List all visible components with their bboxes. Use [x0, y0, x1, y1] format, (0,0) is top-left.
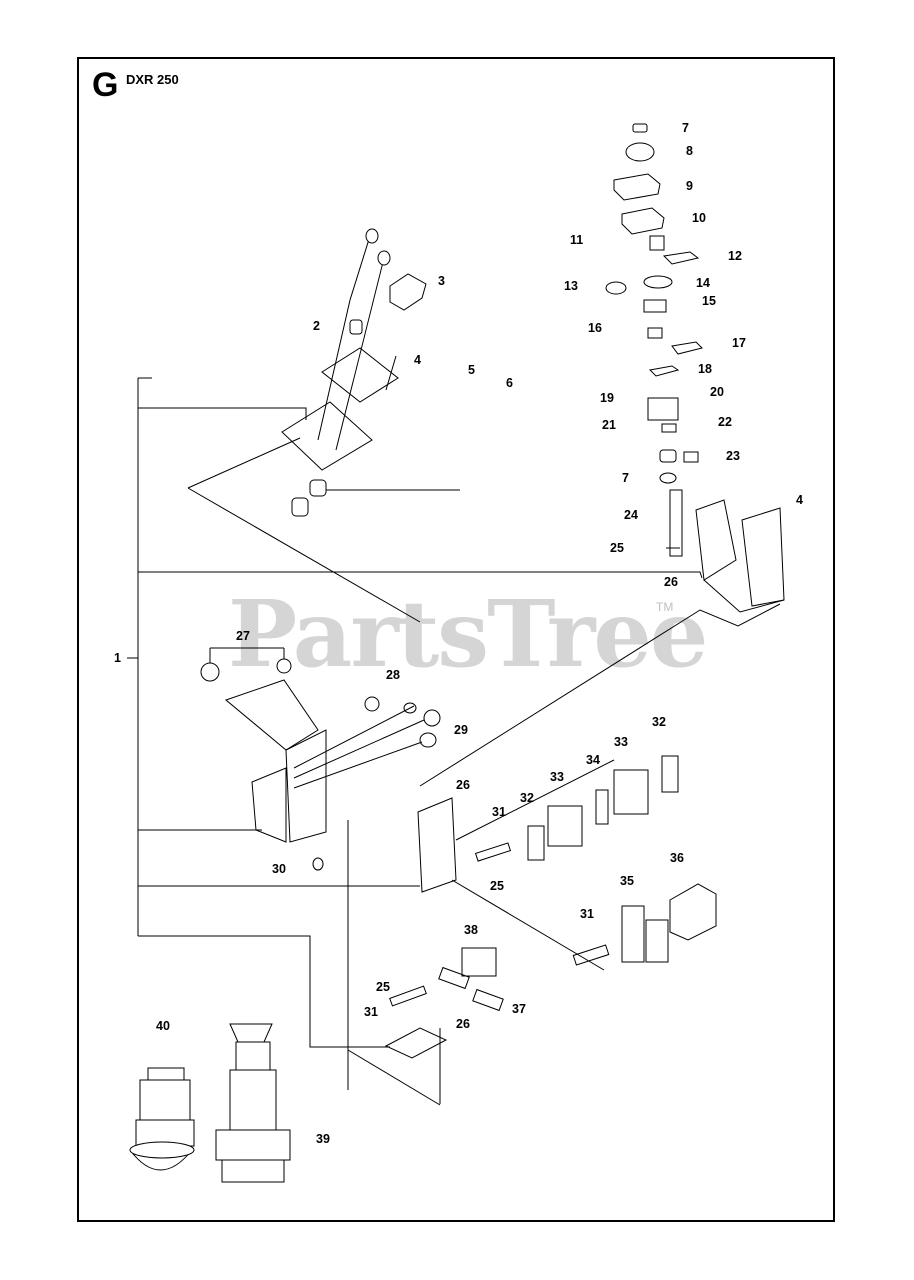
callout-13: 13 [564, 279, 578, 293]
callout-26c: 26 [456, 1017, 470, 1031]
watermark-trademark: TM [656, 600, 674, 614]
assembly-bracket [127, 377, 703, 1048]
callout-4: 4 [414, 353, 421, 367]
contactor-panel [417, 755, 717, 971]
switch-stack [419, 123, 785, 787]
callout-26: 26 [664, 575, 678, 589]
callout-31b: 31 [580, 907, 594, 921]
callout-16: 16 [588, 321, 602, 335]
callout-33: 33 [614, 735, 628, 749]
callout-32b: 32 [520, 791, 534, 805]
callout-9: 9 [686, 179, 693, 193]
callout-7: 7 [682, 121, 689, 135]
callout-6: 6 [506, 376, 513, 390]
callout-21: 21 [602, 418, 616, 432]
callout-15: 15 [702, 294, 716, 308]
callout-30: 30 [272, 862, 286, 876]
callout-22: 22 [718, 415, 732, 429]
callout-36: 36 [670, 851, 684, 865]
callout-18: 18 [698, 362, 712, 376]
callout-3: 3 [438, 274, 445, 288]
callout-25c: 25 [376, 980, 390, 994]
callout-12: 12 [728, 249, 742, 263]
model-name: DXR 250 [126, 72, 179, 87]
callout-25: 25 [610, 541, 624, 555]
callout-28: 28 [386, 668, 400, 682]
callout-7b: 7 [622, 471, 629, 485]
callout-40: 40 [156, 1019, 170, 1033]
callout-38: 38 [464, 923, 478, 937]
callout-34: 34 [586, 753, 600, 767]
diagram-frame [77, 57, 835, 1222]
callout-35: 35 [620, 874, 634, 888]
callout-20: 20 [710, 385, 724, 399]
callout-31: 31 [492, 805, 506, 819]
callout-32: 32 [652, 715, 666, 729]
watermark: PartsTree [228, 580, 708, 688]
callout-31c: 31 [364, 1005, 378, 1019]
callout-10: 10 [692, 211, 706, 225]
callout-27: 27 [236, 629, 250, 643]
callout-17: 17 [732, 336, 746, 350]
plug-connectors [129, 1023, 291, 1183]
callout-1: 1 [114, 651, 121, 665]
callout-11: 11 [570, 233, 584, 247]
callout-19: 19 [600, 391, 614, 405]
section-letter: G [92, 66, 119, 104]
callout-2: 2 [313, 319, 320, 333]
base-plate-assembly [384, 947, 504, 1104]
callout-14: 14 [696, 276, 710, 290]
control-panel-assembly [187, 228, 460, 623]
callout-29: 29 [454, 723, 468, 737]
callout-33b: 33 [550, 770, 564, 784]
callout-25b: 25 [490, 879, 504, 893]
callout-4b: 4 [796, 493, 803, 507]
callout-37: 37 [512, 1002, 526, 1016]
callout-5: 5 [468, 363, 475, 377]
cabinet-assembly [200, 647, 441, 1106]
callout-23: 23 [726, 449, 740, 463]
callout-39: 39 [316, 1132, 330, 1146]
callout-26b: 26 [456, 778, 470, 792]
callout-8: 8 [686, 144, 693, 158]
callout-24: 24 [624, 508, 638, 522]
